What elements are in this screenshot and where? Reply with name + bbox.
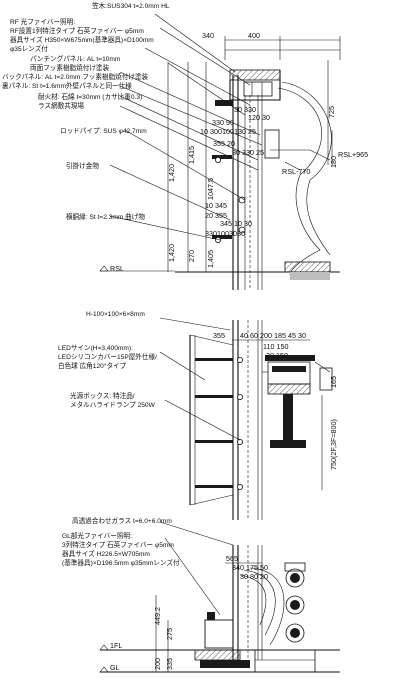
label-yokobari: 横胴縁: St t=2.3mm 曲げ物: [66, 212, 145, 221]
label-gl-fiber-3: 器具サイズ H226.5×W705mm: [62, 549, 150, 558]
level-rsl-965: RSL+965: [338, 150, 368, 159]
dim-1405: 1,405: [206, 250, 215, 268]
dim-mid-355: 355: [213, 331, 225, 340]
dim-1420-bottom: 1,420: [167, 244, 176, 262]
bottom-annotations: 高透過合わせガラス t=6.0+6.0mm GL部光ファイバー照明: 3列特注タ…: [62, 516, 180, 567]
dim-mid-row: 40 60 200 185 45 30: [240, 331, 306, 340]
dim-row-2: 30 330: [234, 105, 256, 114]
label-fireproof-1: 耐火材: 石綿 t=30mm (カサ比重0.3): [38, 92, 142, 101]
label-kasagi: 笠木:SUS304 t=2.0mm HL: [92, 1, 170, 10]
dim-165: 165: [329, 376, 338, 388]
top-annotations: 笠木:SUS304 t=2.0mm HL RF 光ファイバー照明: RF設置1列…: [2, 1, 170, 221]
label-fireproof-2: ラス網敷共現場: [38, 101, 84, 110]
gl-fiber-fixture: [204, 619, 234, 649]
dim-top-400: 400: [248, 31, 260, 40]
dim-row-7: 10 345: [205, 201, 227, 210]
rf-fiber-fixture: [243, 81, 273, 97]
dim-1047-5: 1047.5: [206, 178, 215, 200]
label-gl-fiber-1: GL部光ファイバー照明:: [62, 531, 132, 540]
dim-200: 200: [153, 658, 162, 670]
top-section: 340 400 725 180 1,420 1,415 1047.5 1,420…: [99, 13, 368, 290]
dim-row-4: 10 300100130 25: [200, 127, 256, 136]
label-led-3: 白色球 広角120°タイプ: [58, 361, 127, 370]
label-rf-fiber-1: RF 光ファイバー照明:: [10, 17, 75, 26]
dim-row-10: 3301003030: [205, 229, 245, 238]
light-box: [267, 361, 311, 385]
coping-cap: [229, 69, 281, 81]
dim-row-8: 20 355: [205, 211, 227, 220]
dim-449-2: 449.2: [153, 607, 162, 625]
dim-row-3: 120 30: [248, 113, 270, 122]
dim-bot-row-1: 340 175 50: [232, 563, 268, 572]
dim-1420-top: 1,420: [167, 164, 176, 182]
label-light-box-1: 光源ボックス: 特注品/: [70, 391, 135, 400]
dim-mid-row-3: 20 150: [266, 351, 288, 360]
dim-top-340: 340: [202, 31, 214, 40]
label-hanger: 引掛け金物: [66, 161, 99, 170]
label-back-panel-2: 裏パネル: St t=1.6mm外壁パネルと同一仕様: [2, 81, 132, 90]
label-led-1: LEDサイン(H=3,400mm):: [58, 344, 133, 352]
middle-section: 750(2F,3F=800) 165 355 40 60 200 185 45 …: [159, 317, 338, 520]
label-rod-pipe: ロッドパイプ: SUS φ42.7mm: [60, 127, 147, 135]
middle-annotations: H-100×100×6×8mm LEDサイン(H=3,400mm): LEDシリ…: [58, 311, 157, 409]
label-glass: 高透過合わせガラス t=6.0+6.0mm: [72, 516, 172, 525]
label-rf-fiber-2: RF設置1列特注タイプ 石英ファイバー φ5mm: [10, 26, 144, 35]
dim-270: 270: [187, 250, 196, 262]
level-1fl: 1FL: [110, 641, 122, 650]
label-gl-fiber-2: 3列特注タイプ 石英ファイバー φ5mm: [62, 540, 174, 549]
dim-mid-row-2: 110 150: [263, 342, 288, 351]
label-rf-fiber-4: φ35レンズ付: [10, 44, 48, 53]
dim-1415: 1,415: [187, 146, 196, 164]
label-gl-fiber-4: (基準器具)×D196.5mm φ35mmレンズ付: [62, 558, 180, 567]
bottom-section: 1FL GL 449.2 275 200 335 565 340 175 50 …: [99, 521, 340, 673]
h-steel-web: [283, 394, 293, 444]
label-h-steel: H-100×100×6×8mm: [86, 311, 145, 318]
dim-row-5: 355 20: [213, 139, 235, 148]
level-gl: GL: [110, 663, 120, 672]
dim-row-9: 345 10 30: [220, 219, 252, 228]
dim-180: 180: [329, 156, 338, 168]
dim-bot-row-2: 30 80 20: [240, 572, 268, 581]
label-rf-fiber-3: 器具サイズ H350×W675mm(基準器具)×D100mm: [10, 35, 154, 44]
dim-bot-565: 565: [226, 554, 238, 563]
dim-750: 750(2F,3F=800): [329, 419, 338, 470]
dim-row-1: 330 90: [212, 118, 234, 127]
label-punching-2: 両面フッ素樹脂焼付け塗装: [30, 63, 110, 72]
dim-335: 335: [165, 658, 174, 670]
level-rsl: RSL: [110, 264, 124, 273]
label-light-box-2: メタルハライドランプ 250W: [70, 400, 156, 409]
label-led-2: LEDシリコンカバー15P屋外仕様/: [58, 352, 157, 361]
dim-725: 725: [327, 106, 336, 118]
dim-275: 275: [165, 628, 174, 640]
label-punching-1: パンチングパネル: AL t=10mm: [30, 54, 121, 63]
label-back-panel-1: バックパネル: AL t=2.0mm フッ素樹脂焼付け塗装: [2, 72, 149, 81]
dim-row-6: 30 330 25: [232, 148, 264, 157]
level-rsl-770: RSL-770: [282, 167, 310, 176]
